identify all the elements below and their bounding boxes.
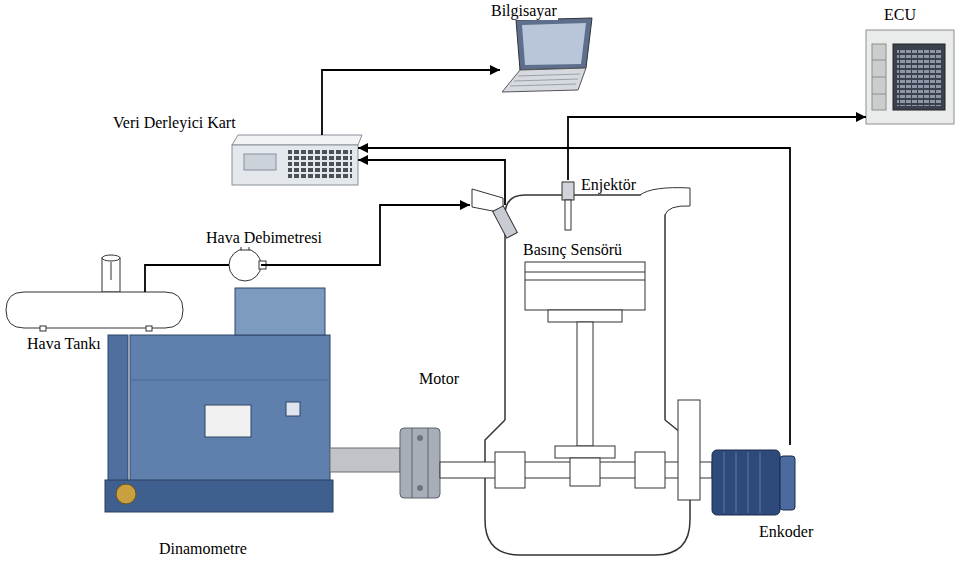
laptop-icon-part [518,74,580,76]
air-flow-meter-icon-part [229,249,261,281]
injector-icon-part [565,200,571,230]
dynamometer-icon-part [116,484,136,504]
data-card-icon-part [288,150,352,178]
engine-illustration-part [640,188,690,215]
ecu-unit-icon-part [893,44,945,110]
engine-illustration-part [525,272,645,273]
engine-illustration-part [678,400,700,500]
component-label: ECU [883,6,917,24]
dynamometer-icon-part [330,448,400,472]
engine-illustration-part [495,452,525,488]
dynamometer-icon-part [286,402,300,416]
laptop-icon-part [514,79,578,81]
air-tank-icon [6,255,183,331]
injector-region: Enjektör [558,180,578,232]
encoder-icon-part [712,450,780,515]
encoder-icon-part [748,452,749,513]
ecu-unit-icon-part [872,60,886,61]
engine-region: Motor [470,188,695,556]
ecu-unit-icon-part [872,77,886,78]
air-tank-region: Hava Tankı [6,292,183,328]
encoder-icon-part [736,452,737,513]
signal-arrow [358,148,790,445]
signal-arrow [358,160,505,205]
ecu-unit-icon-part [872,94,886,95]
data-card-icon-part [244,154,276,170]
encoder-icon-part [724,452,725,513]
air-flow-meter-icon [229,245,266,281]
engine-illustration-part [635,452,665,488]
engine-illustration-part [525,262,645,310]
signal-arrow [322,70,500,135]
dynamometer-icon-part [130,335,330,482]
engine-illustration-part [525,280,645,281]
dynamometer-icon-part [400,428,440,498]
signal-arrow [145,265,229,292]
engine-illustration-part [555,446,615,458]
dynamometer-icon-part [428,428,429,498]
encoder-region: Enkoder [712,445,795,520]
dynamometer-icon-part [412,428,413,498]
component-label: Enkoder [758,523,814,541]
ecu-unit-region: ECU [866,30,954,124]
engine-illustration-part [570,458,600,486]
laptop-icon-part [510,84,576,86]
engine-illustration-part [548,310,622,322]
ecu-unit-icon-part [897,48,941,106]
dynamometer-icon [105,288,440,512]
injector-icon [562,182,574,230]
component-label: Dinamometre [158,540,248,558]
component-label: Enjektör [580,176,637,194]
laptop-icon-part [522,23,586,65]
ecu-unit-icon-part [866,30,954,124]
data-card-icon [232,135,362,185]
air-tank-icon-part [102,255,120,261]
data-card-icon-part [232,135,362,145]
pressure-sensor-icon-part [493,206,518,238]
component-label: Veri Derleyici Kart [112,114,237,132]
encoder-icon-part [760,452,761,513]
pressure-sensor-region: Basınç Sensörü [494,205,516,241]
encoder-icon [712,450,795,515]
air-flow-meter-region: Hava Debimetresi [229,249,261,281]
pressure-sensor-icon [493,206,518,238]
component-label: Hava Tankı [26,335,102,353]
encoder-icon-part [780,456,795,510]
data-acquisition-card-region: Veri Derleyici Kart [232,135,358,185]
component-label: Basınç Sensörü [522,241,623,259]
injector-icon-part [562,182,574,200]
component-label: Hava Debimetresi [205,229,323,247]
air-tank-icon-part [111,262,112,280]
air-tank-icon-part [146,326,152,331]
data-card-icon-part [232,145,358,185]
ecu-unit-icon-part [872,44,886,110]
dynamometer-icon-part [108,335,128,483]
ecu-unit-icon [866,30,954,124]
component-label: Motor [418,370,460,388]
laptop-icon-part [502,68,586,92]
dynamometer-region: Dinamometre [105,288,345,513]
engine-illustration [440,188,712,555]
dynamometer-icon-part [130,380,330,381]
dynamometer-icon-part [205,405,251,437]
computer-region: Bilgisayar [500,18,592,92]
component-label: Bilgisayar [490,2,558,20]
dynamometer-icon-part [417,485,423,491]
dynamometer-icon-part [417,435,423,441]
laptop-icon [502,18,592,92]
engine-illustration-part [577,322,593,446]
dynamometer-icon-part [235,288,325,335]
engine-illustration-part [485,420,690,555]
air-tank-icon-part [102,258,120,292]
laptop-icon-part [516,18,592,70]
air-tank-icon-part [40,326,46,331]
dynamometer-icon-part [105,480,333,512]
air-tank-icon-part [6,292,183,328]
